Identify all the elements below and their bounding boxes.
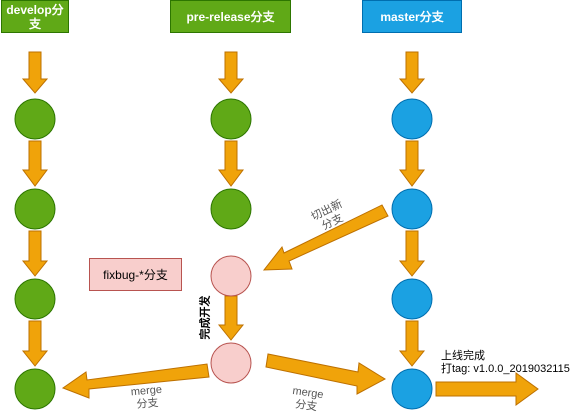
master-branch-label: master分支 — [380, 9, 444, 24]
release-label-line2: 打tag: v1.0.0_2019032115 — [441, 363, 570, 375]
develop-branch-label-line2: 支 — [28, 16, 41, 31]
release-label: 上线完成 打tag: v1.0.0_2019032115 — [441, 350, 587, 376]
develop-branch-header: develop分 支 — [1, 0, 69, 33]
develop-commit-node-4 — [14, 368, 56, 410]
prerelease-down-arrow-3 — [217, 295, 245, 341]
develop-commit-node-2 — [14, 188, 56, 230]
master-down-arrow-4 — [398, 320, 426, 367]
release-label-line1: 上线完成 — [441, 350, 485, 362]
master-down-arrow-3 — [398, 230, 426, 277]
prerelease-commit-node-1 — [210, 98, 252, 140]
prerelease-down-arrow-1 — [217, 51, 245, 94]
master-commit-node-2 — [391, 188, 433, 230]
merge-to-master-arrow — [265, 353, 387, 395]
master-down-arrow-2 — [399, 140, 425, 187]
develop-commit-node-1 — [14, 98, 56, 140]
fixbug-branch-box: fixbug-*分支 — [89, 258, 182, 291]
finish-dev-label: 完成开发 — [200, 288, 213, 348]
prerelease-branch-header: pre-release分支 — [170, 0, 291, 33]
master-commit-node-3 — [391, 278, 433, 320]
prerelease-branch-label: pre-release分支 — [186, 9, 275, 24]
master-branch-header: master分支 — [362, 0, 462, 33]
develop-down-arrow-4 — [21, 320, 49, 367]
fixbug-branch-label: fixbug-*分支 — [103, 268, 168, 282]
merge-to-develop-arrow — [61, 363, 210, 399]
release-arrow — [435, 372, 539, 406]
master-commit-node-1 — [391, 98, 433, 140]
prerelease-down-arrow-2 — [218, 140, 244, 187]
develop-branch-label-line1: develop分 — [6, 2, 64, 17]
develop-down-arrow-1 — [21, 51, 49, 94]
master-down-arrow-1 — [398, 51, 426, 94]
develop-commit-node-3 — [14, 278, 56, 320]
master-commit-node-4 — [391, 368, 433, 410]
develop-down-arrow-3 — [21, 230, 49, 277]
merge-left-label: merge 分支 — [121, 383, 173, 413]
develop-down-arrow-2 — [22, 140, 48, 187]
cut-branch-arrow — [262, 204, 389, 271]
finish-dev-label-text: 完成开发 — [199, 295, 212, 340]
fixbug-commit-node-2 — [210, 342, 252, 384]
prerelease-commit-node-2 — [210, 188, 252, 230]
fixbug-commit-node-1 — [210, 255, 252, 297]
